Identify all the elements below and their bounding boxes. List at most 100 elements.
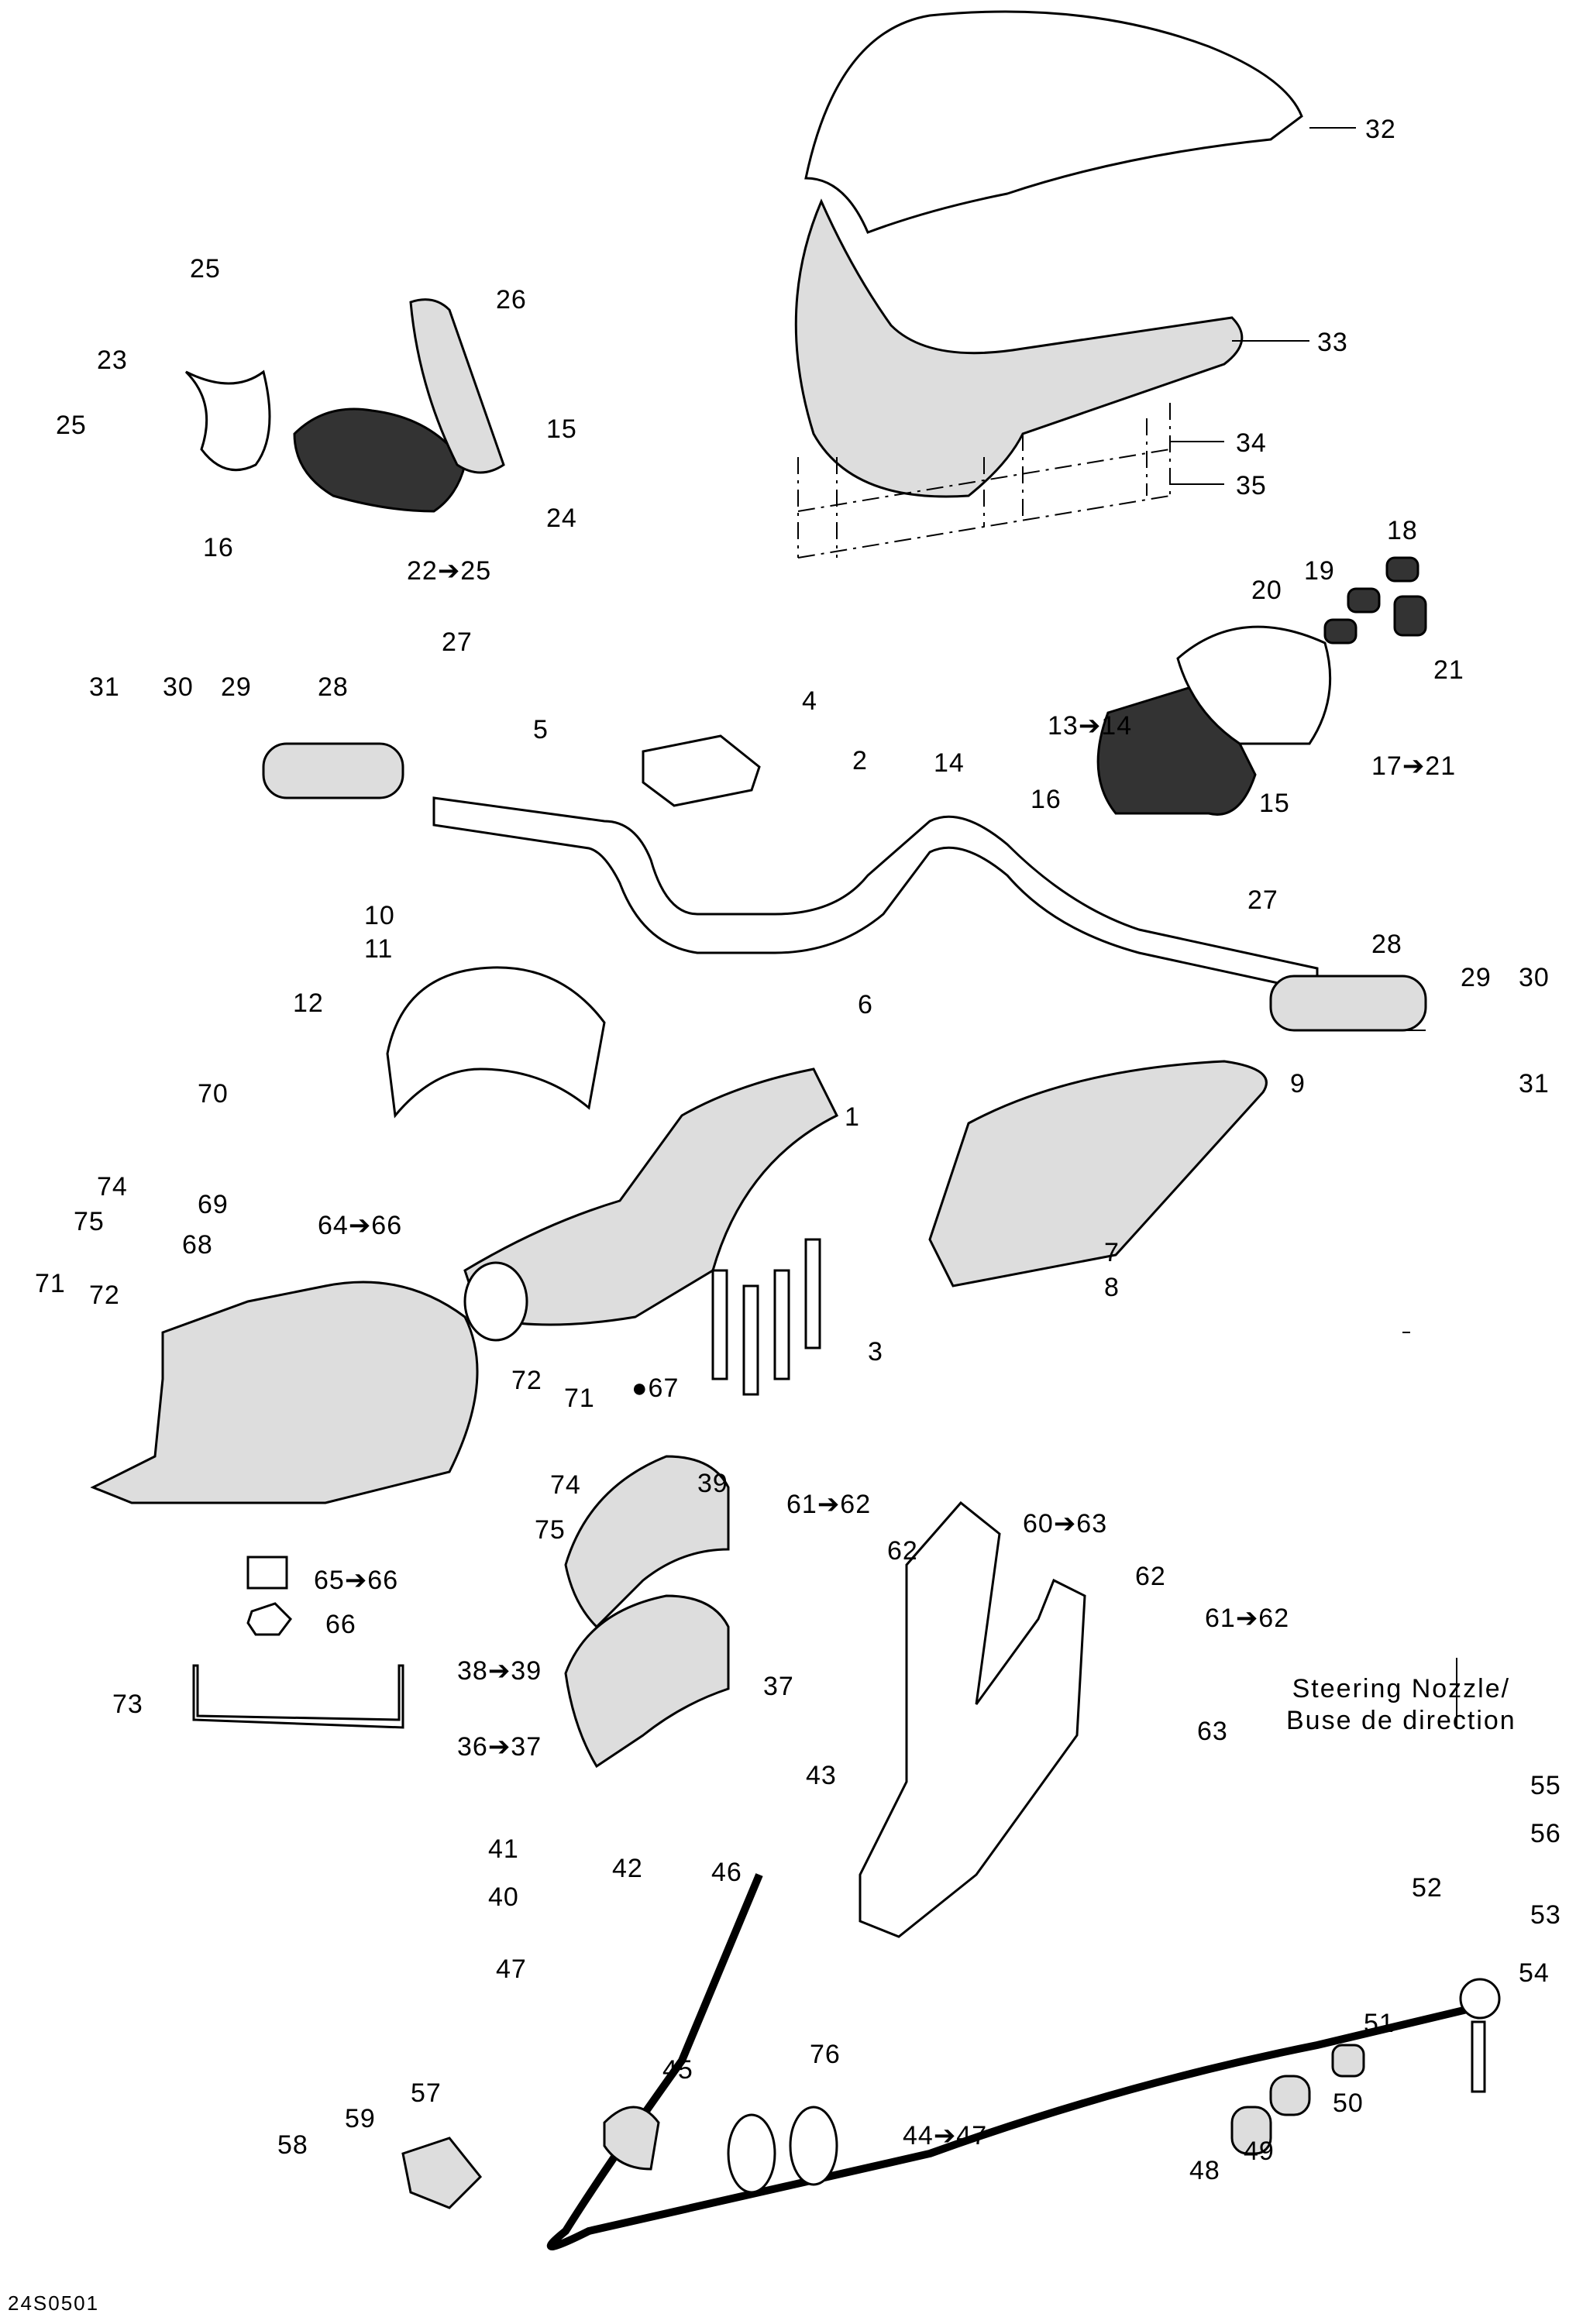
part-22-housing [293, 407, 466, 513]
callout-53: 53 [1530, 1900, 1561, 1930]
callout-4: 4 [802, 686, 817, 716]
callout-60-63: 60➔63 [1023, 1509, 1108, 1538]
callout-9: 9 [1290, 1069, 1306, 1098]
callout-27: 27 [1247, 885, 1278, 915]
part-38-clamp-upper [564, 1455, 730, 1629]
callout-61-62: 61➔62 [786, 1490, 872, 1519]
oil-drop-icon: ● [631, 1373, 649, 1403]
callout-17-21: 17➔21 [1371, 751, 1457, 781]
callout-11: 11 [364, 934, 394, 964]
callout-16: 16 [1031, 785, 1062, 814]
callout-25: 25 [56, 411, 87, 440]
callout-30: 30 [1519, 963, 1550, 992]
caption-line-en: Steering Nozzle/ [1292, 1674, 1511, 1703]
callout-40: 40 [488, 1882, 519, 1912]
part-1-column-end [463, 1261, 528, 1342]
callout-71: 71 [35, 1269, 66, 1298]
callout-44-47: 44➔47 [903, 2121, 988, 2150]
callout-16: 16 [203, 533, 234, 562]
caption-line-fr: Buse de direction [1286, 1705, 1516, 1735]
callout-72: 72 [89, 1281, 120, 1310]
part-26-cover [409, 298, 505, 474]
callout-58: 58 [277, 2130, 308, 2160]
callout-45: 45 [662, 2055, 693, 2085]
callout-29: 29 [221, 672, 252, 702]
part-18-button [1385, 556, 1419, 583]
callout-30: 30 [163, 672, 194, 702]
callout-36-37: 36➔37 [457, 1732, 542, 1762]
part-52-54-tie-rod-end [1459, 1978, 1501, 2093]
part-64-housing [90, 1281, 479, 1504]
callout-19: 19 [1304, 556, 1335, 586]
callout-46: 46 [711, 1858, 742, 1887]
callout-24: 24 [546, 504, 577, 533]
part-33-shroud [794, 198, 1244, 498]
callout-54: 54 [1519, 1958, 1550, 1988]
callout-70: 70 [198, 1079, 229, 1109]
callout-71: 71 [564, 1384, 595, 1413]
part-65-block [246, 1556, 288, 1590]
callout-7: 7 [1104, 1238, 1120, 1267]
callout-69: 69 [198, 1190, 229, 1219]
callout-47: 47 [496, 1954, 527, 1984]
callout-63: 63 [1197, 1717, 1228, 1746]
callout-28: 28 [1371, 930, 1402, 959]
callout-35: 35 [1236, 471, 1267, 500]
part-3-bolts [711, 1238, 821, 1396]
callout-31: 31 [1519, 1069, 1550, 1098]
callout-13-14: 13➔14 [1048, 711, 1133, 741]
callout-34: 34 [1236, 428, 1267, 458]
callout-56: 56 [1530, 1819, 1561, 1848]
part-1-steering-column [463, 1067, 839, 1326]
callout-67: ●67 [631, 1373, 680, 1403]
callout-leader-lines [806, 127, 1457, 1728]
callout-52: 52 [1412, 1873, 1443, 1903]
callout-62: 62 [887, 1536, 918, 1566]
part-28-grip-left [262, 742, 404, 799]
callout-2: 2 [852, 746, 868, 775]
callout-28: 28 [318, 672, 349, 702]
callout-39: 39 [697, 1469, 728, 1498]
part-32-cover [804, 10, 1303, 234]
callout-74: 74 [97, 1172, 128, 1202]
callout-12: 12 [293, 988, 324, 1018]
part-57-clamp [401, 2137, 483, 2209]
callout-18: 18 [1387, 516, 1418, 545]
callout-73: 73 [112, 1690, 143, 1719]
steering-nozzle-caption: Steering Nozzle/ Buse de direction [1286, 1673, 1516, 1737]
callout-68: 68 [182, 1230, 213, 1260]
part-45-fitting [603, 2106, 660, 2171]
part-2-clamp [642, 734, 761, 807]
diagram-code: 24S0501 [8, 2291, 100, 2315]
callout-59: 59 [345, 2104, 376, 2133]
callout-50: 50 [1333, 2089, 1364, 2118]
callout-15: 15 [1259, 789, 1290, 818]
callout-76: 76 [810, 2040, 841, 2069]
callout-42: 42 [612, 1854, 643, 1883]
part-48-51-fittings [1230, 2044, 1365, 2155]
callout-31: 31 [89, 672, 120, 702]
part-76-clips [727, 2106, 838, 2194]
callout-75: 75 [74, 1207, 105, 1236]
callout-6: 6 [858, 990, 873, 1019]
callout-62: 62 [1135, 1562, 1166, 1591]
part-9-cover [928, 1060, 1268, 1287]
part-66-nut [246, 1602, 292, 1636]
part-5-handlebar [432, 796, 1319, 993]
callout-1: 1 [845, 1102, 860, 1132]
callout-8: 8 [1104, 1273, 1120, 1302]
callout-10: 10 [364, 901, 395, 930]
callout-38-39: 38➔39 [457, 1656, 542, 1686]
part-23-bracket [184, 370, 271, 472]
callout-66: 66 [325, 1610, 356, 1639]
callout-20: 20 [1251, 576, 1282, 605]
callout-64-66: 64➔66 [318, 1211, 403, 1240]
callout-27: 27 [442, 627, 473, 657]
callout-41: 41 [488, 1834, 519, 1864]
fastener-guide-lines [797, 403, 1171, 559]
part-17-switch-cover [1176, 625, 1332, 745]
callout-55: 55 [1530, 1771, 1561, 1800]
part-60-bracket [859, 1501, 1086, 1938]
callout-37: 37 [763, 1672, 794, 1701]
